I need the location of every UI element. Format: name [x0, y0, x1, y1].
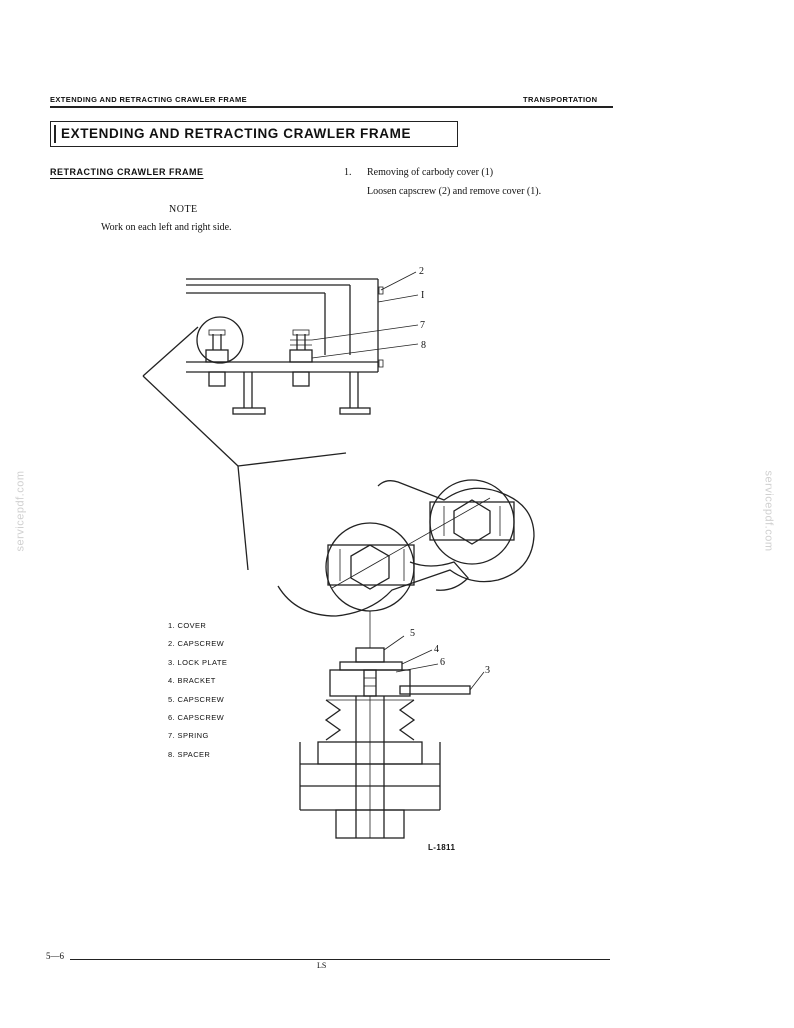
legend-item: 4. BRACKET	[168, 676, 216, 686]
parts-legend: 1. COVER 2. CAPSCREW 3. LOCK PLATE 4. BR…	[168, 617, 227, 764]
callout-1: I	[421, 290, 424, 301]
callout-6: 6	[440, 657, 445, 668]
subsection-title: RETRACTING CRAWLER FRAME	[50, 167, 204, 177]
legend-item: 1. COVER	[168, 621, 207, 630]
step-line-2: Loosen capscrew (2) and remove cover (1)…	[367, 186, 542, 197]
legend-item: 8. SPACER	[168, 749, 211, 759]
legend-item: 5. CAPSCREW	[168, 694, 225, 704]
page-number: 5—6	[46, 951, 64, 961]
note-text: Work on each left and right side.	[101, 222, 232, 233]
figure-id: L-1811	[428, 843, 456, 852]
upper-assembly-drawing	[186, 271, 419, 415]
legend-item: 2. CAPSCREW	[168, 639, 225, 649]
header-rule	[50, 106, 613, 108]
step-number: 1.	[344, 167, 352, 178]
callout-3: 3	[485, 665, 490, 676]
callout-8: 8	[421, 340, 426, 351]
running-header-right: TRANSPORTATION	[523, 95, 598, 104]
watermark-right: servicepdf.com	[762, 470, 775, 552]
legend-item: 7. SPRING	[168, 731, 209, 741]
bolt-section-drawing	[299, 635, 485, 839]
callout-4: 4	[434, 644, 439, 655]
section-title: EXTENDING AND RETRACTING CRAWLER FRAME	[50, 121, 458, 147]
callout-7: 7	[420, 320, 425, 331]
note-heading: NOTE	[169, 204, 198, 215]
footer-rule	[70, 959, 610, 960]
watermark-left: servicepdf.com	[14, 470, 27, 552]
step-line-1: Removing of carbody cover (1)	[367, 167, 494, 178]
wrench-detail-drawing	[277, 479, 535, 648]
callout-5: 5	[410, 628, 415, 639]
running-header-left: EXTENDING AND RETRACTING CRAWLER FRAME	[50, 95, 248, 104]
detail-connector-lines	[142, 326, 347, 571]
callout-2: 2	[419, 266, 424, 277]
legend-item: 6. CAPSCREW	[168, 713, 225, 723]
footer-code: LS	[317, 961, 327, 970]
legend-item: 3. LOCK PLATE	[168, 657, 228, 667]
